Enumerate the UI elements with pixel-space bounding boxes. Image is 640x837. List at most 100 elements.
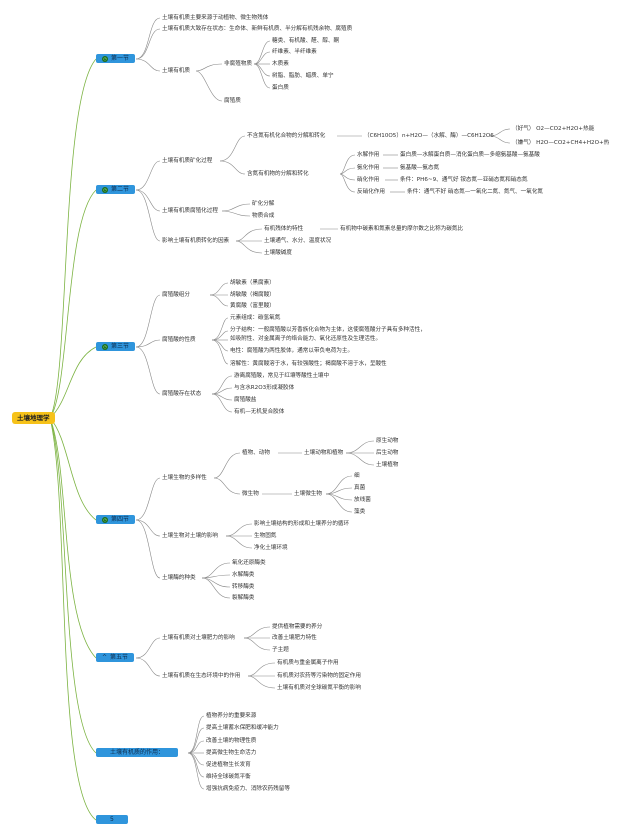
root-branch-1 [49, 58, 97, 419]
root-branch-5 [49, 417, 97, 659]
sec2-nitri: 硝化作用 [357, 177, 380, 183]
sec3-prop: 腐殖酸的性质 [162, 337, 196, 343]
section-1-node[interactable]: ◷第一节 [96, 54, 136, 63]
sec2-nonN: 不含氮有机化合物的分解和转化 [247, 133, 326, 139]
sec2-factor-item: 土壤通气、水分、温度状况 [264, 238, 332, 244]
root-branch-4 [49, 417, 97, 521]
section-3-node[interactable]: ◷第三节 [96, 342, 136, 351]
sec2-factors: 影响土壤有机质转化的因素 [162, 238, 230, 244]
sec3-prop-item: 溶解性：黄腐酸溶于水，有较强酸性；褐腐酸不溶于水，呈酸性 [230, 361, 387, 367]
sec5-fert-item: 改善土壤肥力特性 [272, 635, 317, 641]
sec2-ammon: 氨化作用 [357, 165, 380, 171]
clock-icon: ◷ [102, 516, 108, 523]
sec4-enzyme-item: 转移酶类 [232, 584, 255, 590]
sec4-enzyme-item: 水解酶类 [232, 572, 255, 578]
sec5-eco: 土壤有机质在生态环境中的作用 [162, 673, 241, 679]
section-2-node[interactable]: ◷第二节 [96, 185, 136, 194]
sec2-N: 含氮有机物的分解和转化 [247, 171, 309, 177]
sec6-item: 植物养分的重要来源 [206, 713, 257, 719]
sec4-effect-item: 净化土壤环境 [254, 545, 288, 551]
sec2-aerobic: （好气） O2—CO2+H2O+热能 [512, 126, 595, 132]
sec6-item: 促进植物生长发育 [206, 762, 251, 768]
sec4-div: 土壤生物的多样性 [162, 475, 207, 481]
clock-icon: ◷ [102, 343, 108, 350]
sec2-hydrolysis: 水解作用 [357, 152, 380, 158]
clock-icon: ◷ [102, 55, 108, 62]
sec3-state-item: 腐殖酸盐 [234, 397, 257, 403]
sec4-animal-item: 土壤植物 [376, 462, 399, 468]
sec2-factor-item: 土壤酸碱度 [264, 250, 292, 256]
sec2-humif: 土壤有机质腐殖化过程 [162, 208, 218, 214]
sec5-fert: 土壤有机质对土壤肥力的影响 [162, 635, 235, 641]
sec3-state: 腐殖酸存在状态 [162, 391, 202, 397]
sec4-animal-item: 原生动物 [376, 438, 399, 444]
section-5-node[interactable]: ^第五节 [96, 653, 135, 662]
sec2-cn: 有机物中碳素和氮素总量的摩尔数之比称为碳氮比 [340, 226, 464, 232]
sec2-humif-item: 物质合成 [252, 213, 275, 219]
sec5-eco-item: 土壤有机质对全球碳氮平衡的影响 [277, 685, 361, 691]
sec1-nonhumus-item: 木质素 [272, 61, 289, 67]
sec4-effect-item: 影响土壤结构的形成和土壤养分的循环 [254, 521, 350, 527]
sec1-nonhumus-item: 树脂、脂肪、蜡质、单宁 [272, 73, 334, 79]
section-6-node[interactable]: 土壤有机质的作用： [96, 748, 179, 757]
sec2-nitri-text: 条件：PH6~9、通气好 铵态氮—亚硝态氮和硝态氮 [400, 177, 528, 183]
sec3-comp-item: 胡敏酸（褐腐酸） [230, 292, 275, 298]
sec6-item: 改善土壤的物理性质 [206, 738, 257, 744]
sec5-fert-item: 子主题 [272, 647, 289, 653]
sec3-prop-item: 如吸附性、对金属离子的络合能力、氧化还原性及生理活性。 [230, 336, 382, 342]
sec2-mineral: 土壤有机质矿化过程 [162, 158, 213, 164]
root-branch-6 [49, 417, 97, 754]
sec3-comp: 腐殖酸组分 [162, 292, 190, 298]
sec4-animal-item: 后生动物 [376, 450, 399, 456]
sec3-state-item: 游离腐殖酸，常见于红壤等酸性土壤中 [234, 373, 330, 379]
sec1-humus: 腐殖质 [224, 98, 241, 104]
sec2-ammon-text: 氨基酸—氨态氮 [400, 165, 440, 171]
sec3-comp-item: 胡敏素（黑腐素） [230, 280, 275, 286]
sec1-item: 土壤有机质主要来源于动植物、微生物残体 [162, 15, 269, 21]
sec6-item: 提高微生物生命活力 [206, 750, 257, 756]
sec2-denitri: 反硝化作用 [357, 189, 385, 195]
sec2-formula: （C6H10O5）n+H2O—（水解、酶）—C6H12O6 [364, 133, 494, 139]
sec6-item: 提高土壤蓄水保肥和缓冲能力 [206, 725, 279, 731]
sec5-eco-item: 有机质对农药等污染物的固定作用 [277, 673, 361, 679]
sec1-om: 土壤有机质 [162, 68, 190, 74]
sec3-prop-item: 元素组成：碳氢氧氮 [230, 315, 281, 321]
root-branch-2 [49, 189, 97, 419]
sec1-nonhumus: 非腐殖物质 [224, 61, 252, 67]
sec1-nonhumus-item: 蛋白质 [272, 85, 289, 91]
sec1-nonhumus-item: 糖类、有机酸、醛、醇、酮 [272, 38, 340, 44]
sec3-prop-item: 电性：腐殖酸为两性胶体，通常以带负电荷为主。 [230, 348, 354, 354]
sec1-item: 土壤有机质大致存在状态：生命体、新鲜有机质、半分解有机残余物、腐殖质 [162, 26, 353, 32]
root-branch-7 [49, 417, 97, 821]
sec6-item: 维持全球碳氮平衡 [206, 774, 251, 780]
sec4-micro-item: 细 [354, 473, 360, 479]
sec2-anaerobic: （嫌气） H2O—CO2+CH4+H2O+热 [512, 140, 610, 146]
sec3-prop-item: 分子结构：一般腐殖酸以芳香族化合物为主体，这使腐殖酸分子具有多种活性， [230, 327, 426, 333]
sec4-effect-item: 生物固氮 [254, 533, 277, 539]
sec2-humif-item: 矿化分解 [252, 201, 275, 207]
sec3-state-item: 有机—无机复合胶体 [234, 409, 285, 415]
sec4-micro: 微生物 [242, 491, 259, 497]
sec5-eco-item: 有机质与重金属离子作用 [277, 660, 339, 666]
sec4-enzyme: 土壤酶的种类 [162, 575, 196, 581]
sec4-enzyme-item: 氧化还原酶类 [232, 560, 266, 566]
sec6-item: 增强抗病免疫力、消除农药残留等 [206, 786, 290, 792]
sec1-nonhumus-item: 纤维素、半纤维素 [272, 49, 317, 55]
sec4-micro-mid: 土壤微生物 [294, 491, 322, 497]
sec2-hydrolysis-text: 蛋白质—水解蛋白质—消化蛋白质—多缩氨基酸—氨基酸 [400, 152, 540, 158]
section-4-node[interactable]: ◷第四节 [96, 515, 136, 524]
sec4-micro-item: 放线菌 [354, 497, 371, 503]
section-7-node[interactable]: 5 [96, 815, 128, 824]
root-node[interactable]: 土壤地理学 [12, 412, 55, 424]
sec4-effect: 土壤生物对土壤的影响 [162, 533, 218, 539]
sec2-factor-item: 有机残体的特性 [264, 226, 304, 232]
sec4-micro-item: 真菌 [354, 485, 366, 491]
sec5-fert-item: 提供植物需要的养分 [272, 624, 323, 630]
sec3-state-item: 与含水R2O3形成凝胶体 [234, 385, 295, 391]
clock-icon: ◷ [102, 186, 108, 193]
sec3-comp-item: 黄腐酸（富里酸） [230, 303, 275, 309]
chevron-up-icon: ^ [102, 654, 108, 661]
root-branch-3 [49, 346, 97, 419]
sec4-animal: 植物、动物 [242, 450, 270, 456]
